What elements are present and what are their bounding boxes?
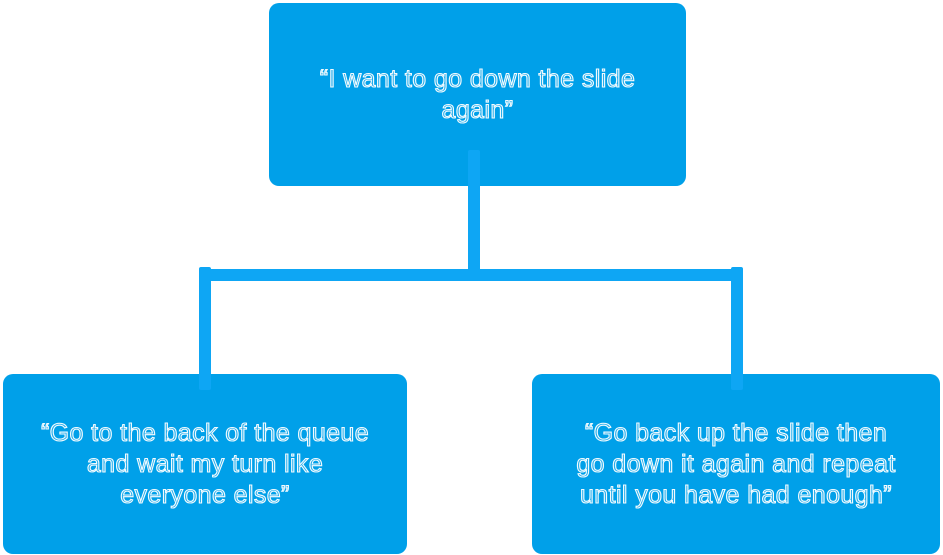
node-option-left-text: “Go to the back of the queue and wait my… <box>13 418 397 511</box>
connector-left-stem <box>199 267 211 390</box>
flowchart-node-option-right: “Go back up the slide then go down it ag… <box>532 374 940 554</box>
node-option-right-line: until you have had enough” <box>579 480 893 509</box>
node-root-line: again” <box>441 95 514 124</box>
node-option-left-line: everyone else” <box>120 480 290 509</box>
flowchart-node-option-left: “Go to the back of the queue and wait my… <box>3 374 407 554</box>
connector-root-stem <box>468 150 480 281</box>
node-option-left-line: “Go to the back of the queue <box>40 418 370 447</box>
node-option-right-line: go down it again and repeat <box>576 449 896 478</box>
node-option-left-line: and wait my turn like <box>86 449 324 478</box>
connector-right-stem <box>731 267 743 390</box>
node-root-text: “I want to go down the slide again” <box>292 64 664 126</box>
node-root-line: “I want to go down the slide <box>319 64 636 93</box>
node-option-right-line: “Go back up the slide then <box>584 418 888 447</box>
connector-horizontal-bar <box>199 269 743 281</box>
node-option-right-text: “Go back up the slide then go down it ag… <box>548 418 923 511</box>
